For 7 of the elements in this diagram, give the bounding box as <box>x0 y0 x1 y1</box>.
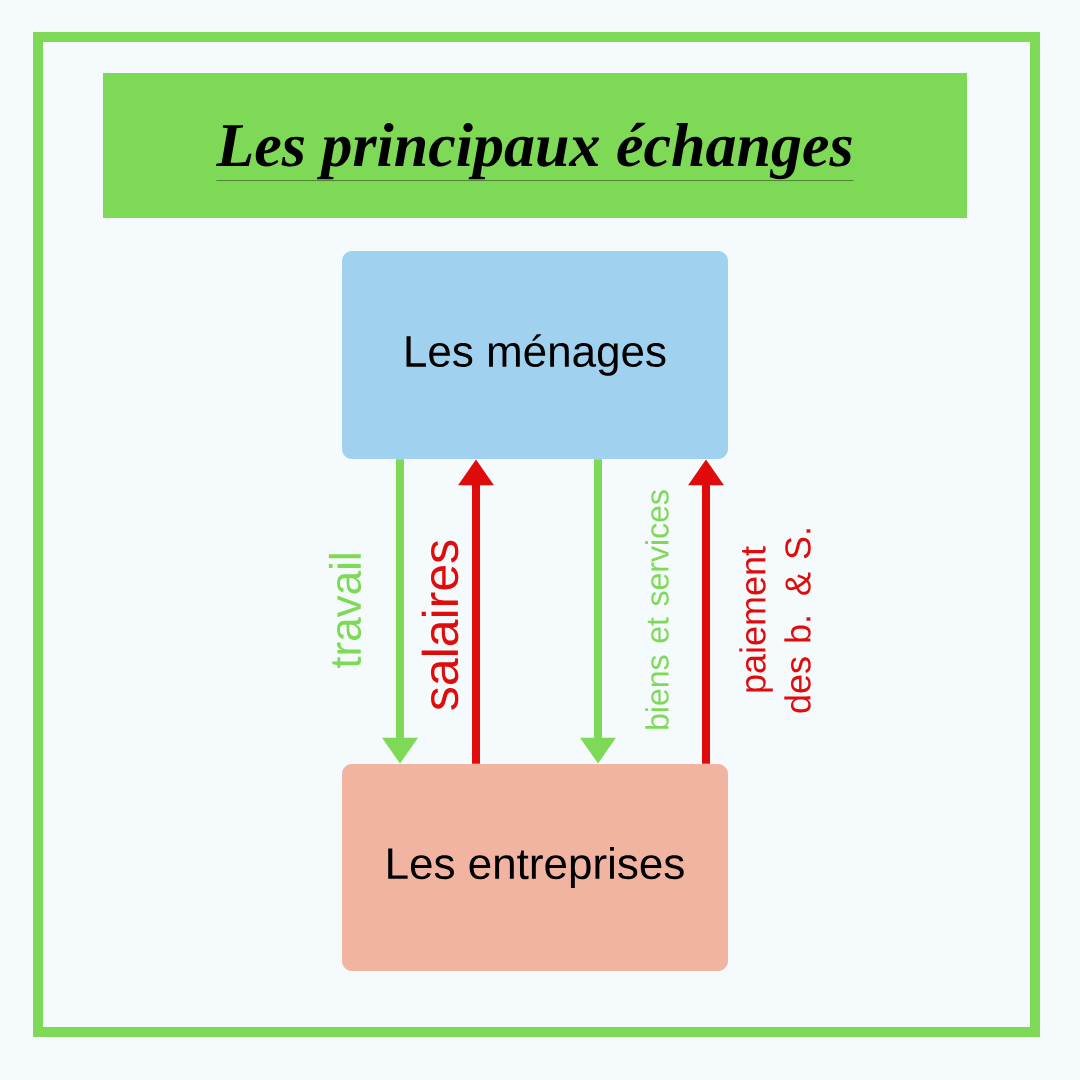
title-banner: Les principaux échanges <box>103 73 967 218</box>
box: Les entreprises <box>342 764 728 971</box>
edge-label: paiement des b. & S. <box>739 529 811 713</box>
edge-label: travail <box>328 554 362 668</box>
box: Les ménages <box>342 251 728 459</box>
edge-label: salaires <box>421 540 459 710</box>
edge-label: biens et services <box>645 490 669 729</box>
